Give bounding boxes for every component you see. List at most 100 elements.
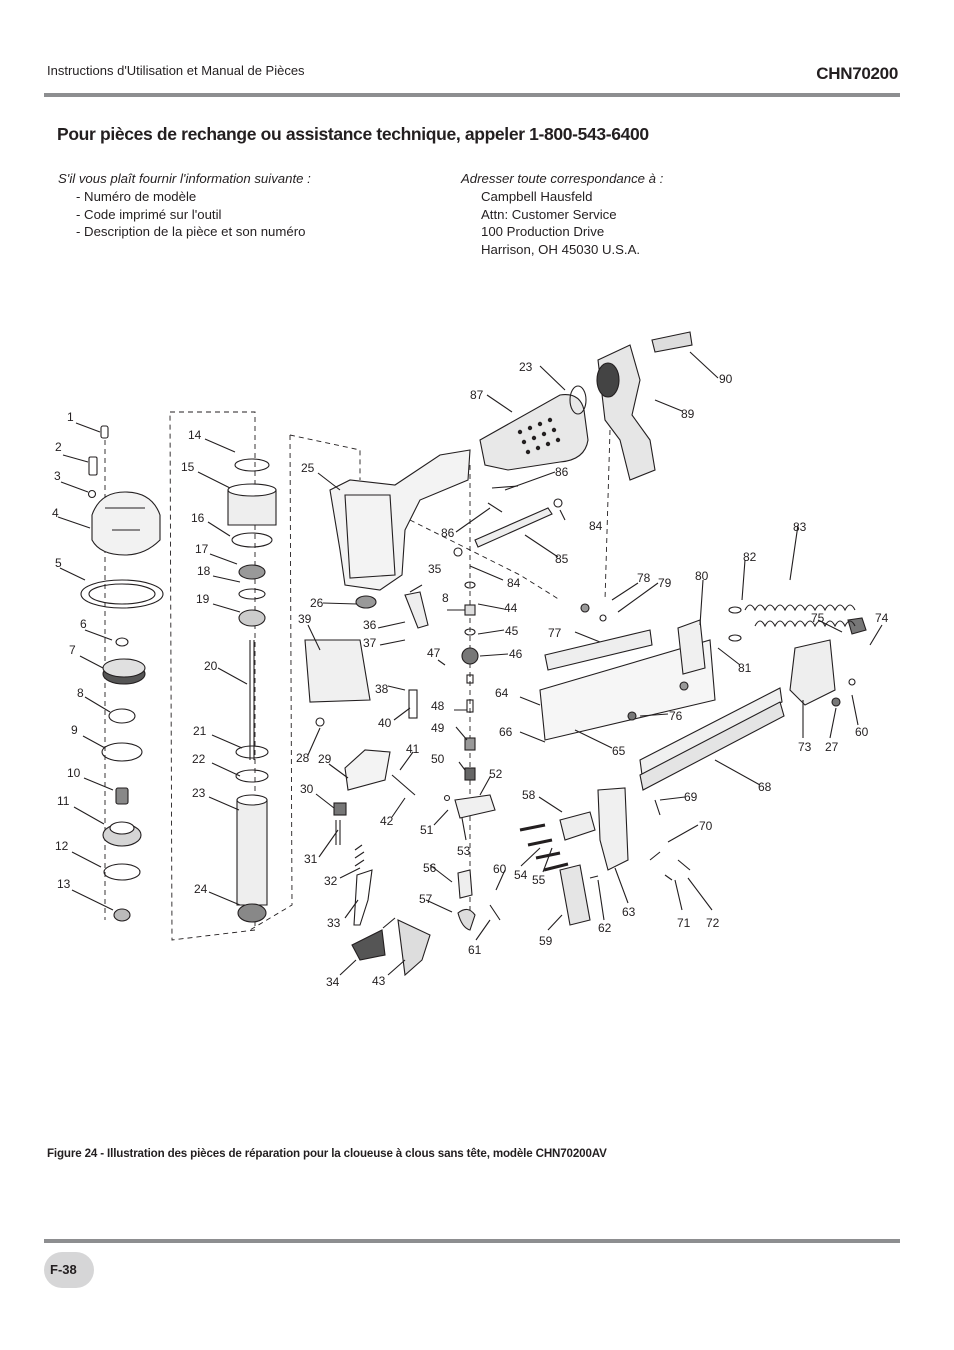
part-label: 3 xyxy=(54,469,61,483)
part-label: 80 xyxy=(695,569,709,583)
part-label: 44 xyxy=(504,601,518,615)
required-info-block: S'il vous plaît fournir l'information su… xyxy=(58,170,311,241)
part-label: 73 xyxy=(798,740,812,754)
part-label: 4 xyxy=(52,506,59,520)
part-label: 23 xyxy=(519,360,533,374)
part-label: 39 xyxy=(298,612,312,626)
part-label: 87 xyxy=(470,388,484,402)
part-label: 64 xyxy=(495,686,509,700)
part-label: 75 xyxy=(811,611,825,625)
part-label: 13 xyxy=(57,877,71,891)
address-line: Harrison, OH 45030 U.S.A. xyxy=(481,242,641,258)
part-label: 10 xyxy=(67,766,81,780)
part-label: 8 xyxy=(442,591,449,605)
footer-rule xyxy=(44,1239,900,1243)
part-label: 40 xyxy=(378,716,392,730)
part-label: 27 xyxy=(825,740,839,754)
address-line: Attn: Customer Service xyxy=(481,206,617,222)
mailing-address-block: Adresser toute correspondance à : Campbe… xyxy=(461,170,663,259)
part-label: 21 xyxy=(193,724,207,738)
part-label: 84 xyxy=(507,576,521,590)
part-label: 23 xyxy=(192,786,206,800)
part-label: 89 xyxy=(681,407,695,421)
required-info-item: - Description de la pièce et son numéro xyxy=(76,224,306,240)
part-label: 48 xyxy=(431,699,445,713)
part-label: 17 xyxy=(195,542,209,556)
part-label: 9 xyxy=(71,723,78,737)
part-label: 69 xyxy=(684,790,698,804)
part-label: 28 xyxy=(296,751,310,765)
part-label: 34 xyxy=(326,975,340,989)
part-label: 30 xyxy=(300,782,314,796)
part-label: 86 xyxy=(555,465,569,479)
part-label: 45 xyxy=(505,624,519,638)
part-label: 79 xyxy=(658,576,672,590)
part-label: 38 xyxy=(375,682,389,696)
part-label: 46 xyxy=(509,647,523,661)
header-rule xyxy=(44,93,900,97)
part-label: 54 xyxy=(514,868,528,882)
address-line: 100 Production Drive xyxy=(481,224,605,240)
part-label: 35 xyxy=(428,562,442,576)
part-label: 43 xyxy=(372,974,386,988)
part-label: 20 xyxy=(204,659,218,673)
part-label: 58 xyxy=(522,788,536,802)
part-label: 8 xyxy=(77,686,84,700)
part-label: 25 xyxy=(301,461,315,475)
part-label: 6 xyxy=(80,617,87,631)
page-number-badge xyxy=(44,1252,94,1288)
part-label: 90 xyxy=(719,372,733,386)
part-label: 41 xyxy=(406,742,420,756)
part-label: 66 xyxy=(499,725,513,739)
part-label: 11 xyxy=(57,794,70,808)
address-line: Campbell Hausfeld xyxy=(481,188,593,204)
part-label: 33 xyxy=(327,916,341,930)
required-info-item: - Numéro de modèle xyxy=(76,188,197,204)
part-label: 50 xyxy=(431,752,445,766)
part-label: 42 xyxy=(380,814,394,828)
header-model-number: CHN70200 xyxy=(816,64,898,83)
part-label: 83 xyxy=(793,520,807,534)
part-label: 77 xyxy=(548,626,562,640)
part-label: 26 xyxy=(310,596,324,610)
part-label: 55 xyxy=(532,873,546,887)
part-label: 1 xyxy=(67,410,74,424)
part-label: 86 xyxy=(441,526,455,540)
part-label: 49 xyxy=(431,721,445,735)
part-label: 70 xyxy=(699,819,713,833)
part-label: 56 xyxy=(423,861,437,875)
part-label: 5 xyxy=(55,556,62,570)
part-label: 37 xyxy=(363,636,377,650)
part-label: 57 xyxy=(419,892,433,906)
part-label: 84 xyxy=(589,519,603,533)
part-label: 59 xyxy=(539,934,553,948)
part-label: 71 xyxy=(677,916,691,930)
part-label: 15 xyxy=(181,460,195,474)
part-label: 60 xyxy=(493,862,507,876)
part-label: 7 xyxy=(69,643,76,657)
page-number: F-38 xyxy=(50,1262,77,1277)
required-info-item: - Code imprimé sur l'outil xyxy=(76,206,222,222)
part-label: 68 xyxy=(758,780,772,794)
part-label: 36 xyxy=(363,618,377,632)
exploded-parts-diagram: 1 2 3 4 5 6 7 8 9 10 11 12 13 14 15 16 1… xyxy=(52,331,889,989)
part-label: 19 xyxy=(196,592,210,606)
mailing-address-lead: Adresser toute correspondance à : xyxy=(461,171,664,186)
part-label: 65 xyxy=(612,744,626,758)
part-label: 12 xyxy=(55,839,69,853)
part-label: 82 xyxy=(743,550,757,564)
part-label: 85 xyxy=(555,552,569,566)
part-label: 22 xyxy=(192,752,206,766)
part-label: 72 xyxy=(706,916,720,930)
part-label: 60 xyxy=(855,725,869,739)
part-label: 52 xyxy=(489,767,503,781)
page-title: Pour pièces de rechange ou assistance te… xyxy=(57,124,649,144)
part-label: 51 xyxy=(420,823,434,837)
required-info-lead: S'il vous plaît fournir l'information su… xyxy=(58,171,311,186)
part-label: 53 xyxy=(457,844,471,858)
part-label: 62 xyxy=(598,921,612,935)
part-label: 61 xyxy=(468,943,482,957)
part-label: 78 xyxy=(637,571,651,585)
part-label: 76 xyxy=(669,709,683,723)
part-label: 32 xyxy=(324,874,338,888)
